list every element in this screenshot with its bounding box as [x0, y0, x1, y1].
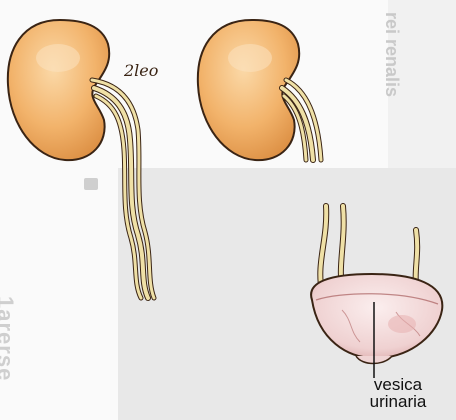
bladder-label-line1: vesica — [340, 376, 456, 393]
bladder-label-line2: urinaria — [340, 393, 456, 410]
handwriting-note: 2leo — [123, 61, 158, 80]
bladder-label: vesica urinaria — [340, 376, 456, 410]
bladder — [311, 274, 442, 364]
